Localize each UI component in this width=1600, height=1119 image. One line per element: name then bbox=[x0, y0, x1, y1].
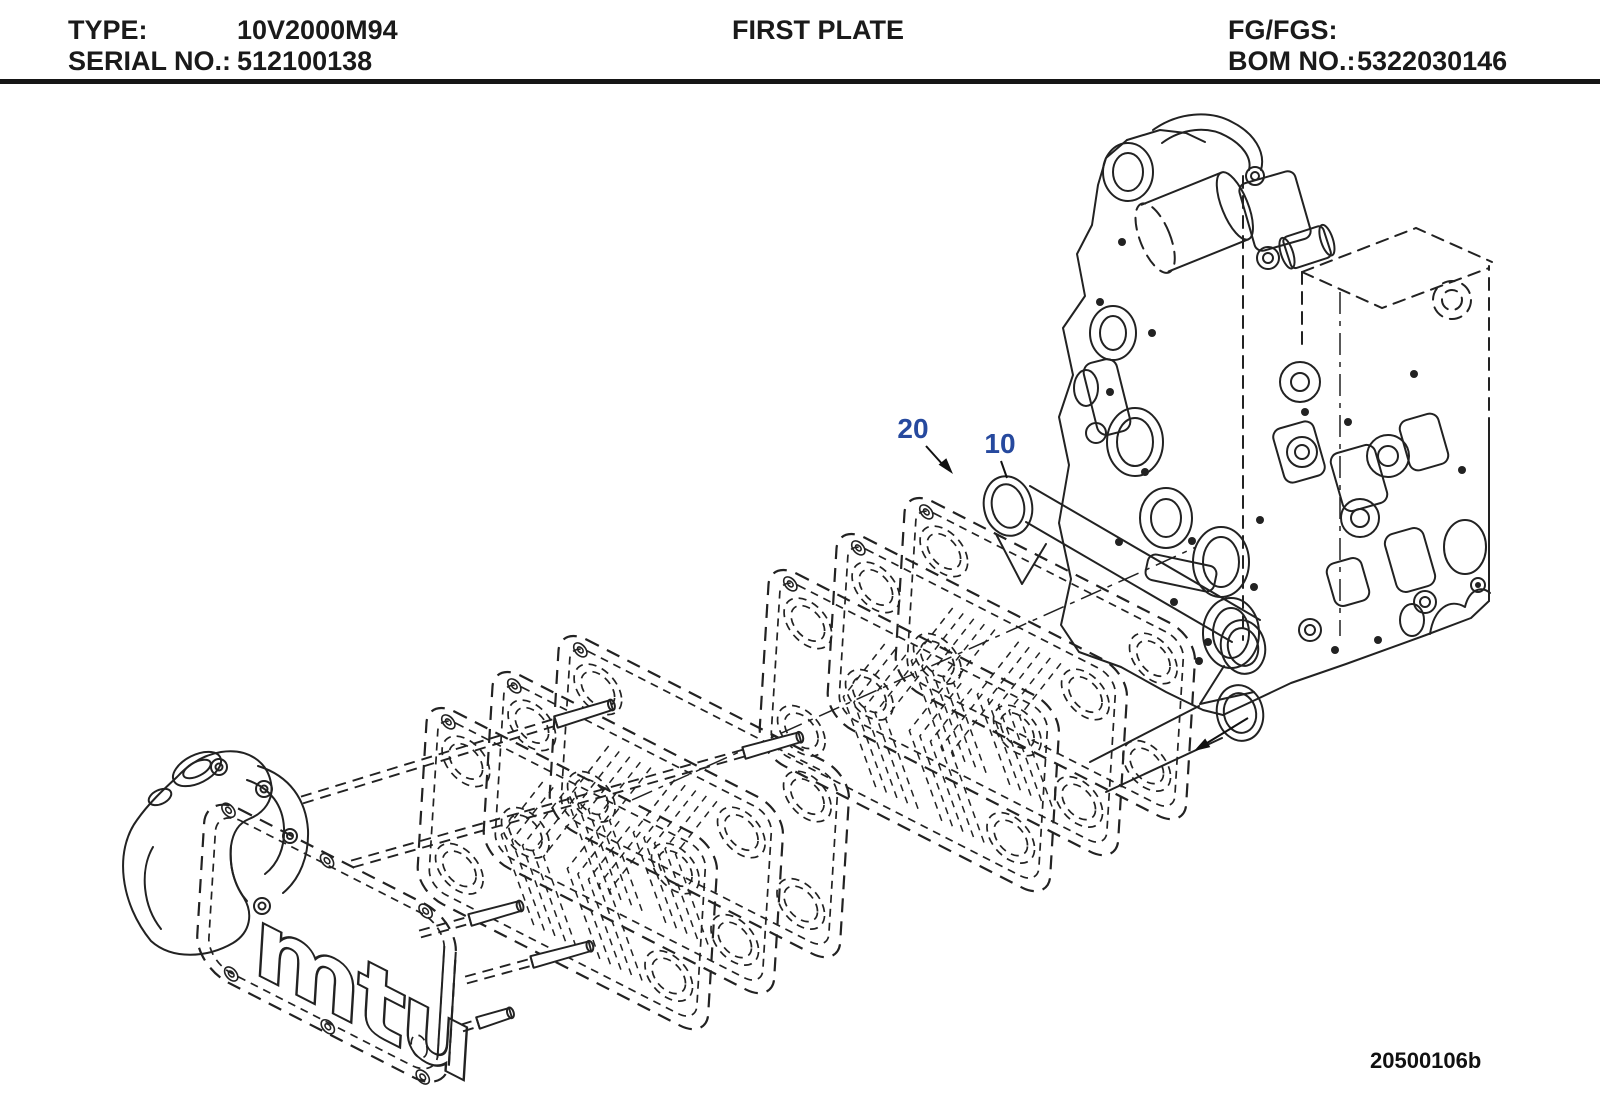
stud-bolt bbox=[464, 940, 594, 985]
mtu-logo: mtu bbox=[250, 882, 473, 1105]
corner-bolt bbox=[320, 851, 334, 870]
heat-exchanger-plate bbox=[548, 626, 850, 967]
corner-bolt bbox=[851, 538, 865, 557]
serial-row: SERIAL NO.:512100138 bbox=[68, 46, 398, 77]
plate-stack bbox=[416, 488, 1196, 1039]
serial-value: 512100138 bbox=[237, 46, 373, 76]
heat-exchanger-plate bbox=[758, 560, 1060, 901]
exploded-view-diagram: mtu 20 10 20500106b bbox=[122, 113, 1493, 1106]
corner-bolt bbox=[222, 801, 236, 820]
heat-exchanger-plate bbox=[826, 524, 1128, 865]
corner-bolt bbox=[507, 676, 521, 695]
heat-exchanger-plate bbox=[482, 662, 784, 1003]
end-plate-group: mtu bbox=[195, 792, 474, 1106]
fg-row: FG/FGS: bbox=[1228, 15, 1507, 46]
type-row: TYPE: 10V2000M94 bbox=[68, 15, 398, 46]
drawing-number: 20500106b bbox=[1370, 1048, 1481, 1073]
first-plate-arrow bbox=[1194, 717, 1249, 751]
corner-bolt bbox=[919, 502, 933, 521]
bom-row: BOM NO.:5322030146 bbox=[1228, 46, 1507, 77]
engine-block bbox=[1058, 113, 1493, 716]
bom-label: BOM NO.: bbox=[1228, 46, 1356, 76]
bom-identification: FG/FGS: BOM NO.:5322030146 bbox=[1228, 15, 1507, 77]
bracket-cylinder bbox=[1278, 223, 1336, 270]
page-title: FIRST PLATE bbox=[732, 15, 904, 45]
bom-value: 5322030146 bbox=[1357, 46, 1508, 76]
header-divider bbox=[0, 79, 1600, 84]
corner-bolt bbox=[224, 964, 238, 983]
first-plate-item-20 bbox=[894, 488, 1196, 829]
stud-bolt bbox=[300, 699, 616, 805]
stud-bolt bbox=[350, 731, 804, 869]
heat-exchanger-plate bbox=[416, 698, 718, 1039]
bolt-dots bbox=[1096, 238, 1466, 665]
callout-20-arrowhead bbox=[938, 458, 953, 474]
serial-label: SERIAL NO.: bbox=[68, 46, 232, 76]
connection-elbow bbox=[122, 750, 310, 956]
corner-bolt bbox=[321, 1017, 335, 1036]
callout-10-label: 10 bbox=[984, 428, 1015, 459]
stud-bolts bbox=[300, 699, 804, 1033]
corner-bolt bbox=[419, 902, 433, 921]
callout-20-label: 20 bbox=[897, 413, 928, 444]
stud-bolt bbox=[418, 900, 525, 939]
callout-20: 20 bbox=[897, 413, 953, 474]
callout-10: 10 bbox=[984, 428, 1016, 479]
corner-bolt bbox=[573, 640, 587, 659]
engine-identification: TYPE: 10V2000M94 SERIAL NO.:512100138 bbox=[68, 15, 398, 77]
corner-bolt bbox=[416, 1067, 430, 1086]
callout-10-leader bbox=[1000, 460, 1008, 479]
type-label: TYPE: bbox=[68, 15, 148, 45]
end-plate: mtu bbox=[195, 792, 474, 1106]
type-value: 10V2000M94 bbox=[237, 15, 398, 45]
corner-bolt bbox=[441, 712, 455, 731]
page-header: TYPE: 10V2000M94 SERIAL NO.:512100138 FIR… bbox=[0, 0, 1600, 84]
corner-bolt bbox=[783, 574, 797, 593]
oil-filter-cylinder bbox=[1134, 171, 1254, 274]
gasket-item-10 bbox=[982, 475, 1267, 793]
fg-label: FG/FGS: bbox=[1228, 15, 1338, 45]
stud-bolt bbox=[460, 1007, 515, 1033]
